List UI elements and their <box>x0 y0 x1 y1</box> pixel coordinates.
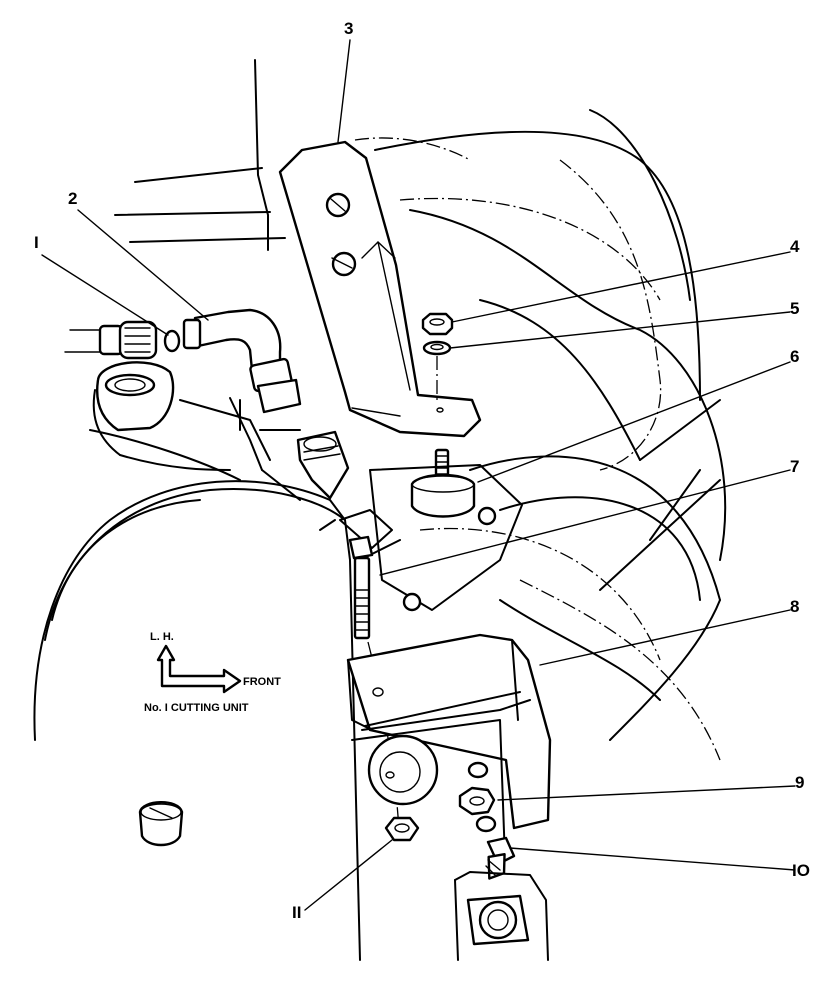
mounting-bracket <box>278 140 482 438</box>
background-frame-lines <box>114 59 727 761</box>
o-ring <box>163 329 181 353</box>
callout-2: 2 <box>68 189 77 208</box>
orientation-indicator: L. H. FRONT No. I CUTTING UNIT <box>144 631 281 714</box>
callout-5: 5 <box>790 299 799 318</box>
lower-housing <box>454 871 549 961</box>
orientation-right-label: FRONT <box>243 676 281 688</box>
callout-labels: I 2 3 4 5 6 7 8 9 IO II <box>34 19 810 922</box>
cap-screw <box>485 836 516 880</box>
callout-1: I <box>34 233 39 252</box>
callout-4: 4 <box>790 237 800 256</box>
drain-plug <box>138 801 184 847</box>
rubber-mount <box>410 448 476 518</box>
callout-leader-lines <box>41 39 796 911</box>
callout-8: 8 <box>790 597 799 616</box>
flange-nut <box>458 786 496 816</box>
long-bolt <box>348 535 374 640</box>
lock-nut <box>384 816 420 842</box>
orientation-up-label: L. H. <box>150 631 174 643</box>
hex-nut <box>421 312 454 336</box>
callout-11: II <box>292 903 301 922</box>
lower-bracket <box>346 633 552 830</box>
orientation-caption: No. I CUTTING UNIT <box>144 702 249 714</box>
callout-6: 6 <box>790 347 799 366</box>
elbow-fitting <box>182 308 302 414</box>
hose-fitting-left <box>64 320 158 360</box>
lower-frame <box>351 719 506 861</box>
callout-10: IO <box>792 861 810 880</box>
hub-cap <box>96 361 175 432</box>
callout-9: 9 <box>795 773 804 792</box>
lock-washer <box>422 340 452 356</box>
hose-connector-lower <box>229 397 350 501</box>
callout-3: 3 <box>344 19 353 38</box>
cutting-reel-housing <box>33 389 361 961</box>
callout-7: 7 <box>790 457 799 476</box>
